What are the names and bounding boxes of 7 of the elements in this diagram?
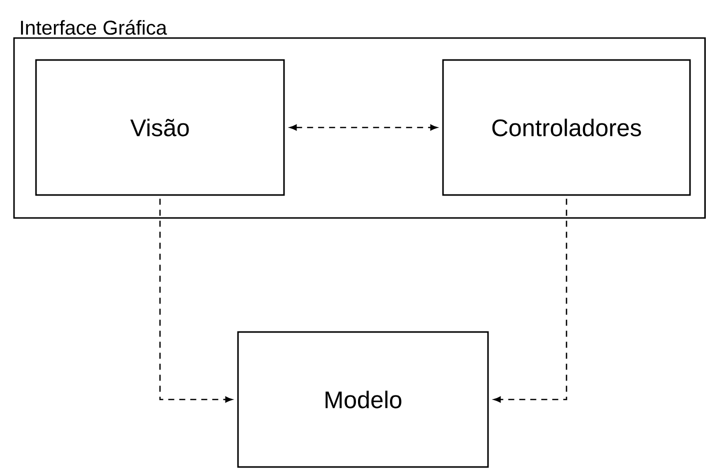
process-box: Controladores [442,59,691,196]
process-box: Modelo [237,331,489,468]
node-label: Interface Gráfica [21,20,168,35]
arrow [494,198,568,402]
arrow [290,124,438,130]
arrow [159,198,232,402]
process-box: Visão [35,59,285,196]
